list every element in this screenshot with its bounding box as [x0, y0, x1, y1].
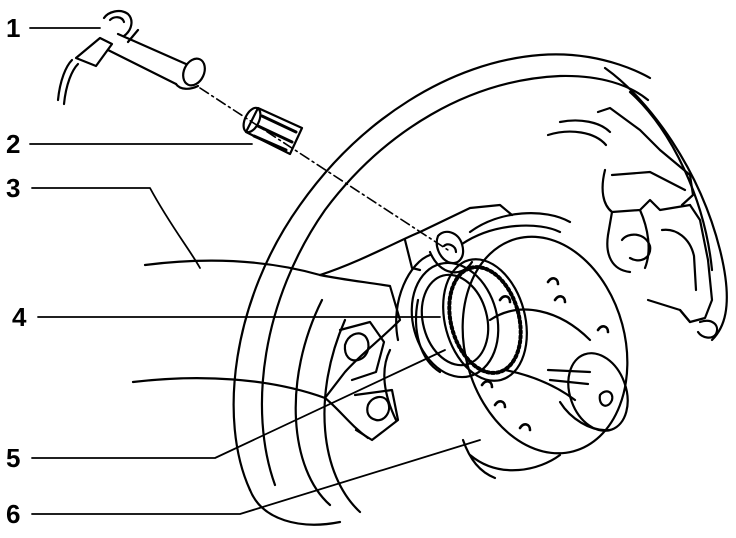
steering-knuckle	[131, 203, 514, 442]
callout-4: 4	[12, 302, 27, 332]
brake-disc	[232, 53, 728, 526]
leader-line-6	[31, 439, 481, 515]
leader-line-5	[31, 349, 446, 459]
wheel-hub-flange	[461, 235, 629, 480]
sensor-sleeve	[242, 106, 304, 156]
assembly-axis-line	[199, 87, 449, 251]
callout-6: 6	[6, 499, 20, 529]
callout-3: 3	[6, 173, 20, 203]
callout-1: 1	[6, 13, 20, 43]
callout-numbers: 1 2 3 4 5 6	[6, 13, 27, 529]
axle-stub	[488, 308, 629, 432]
leader-line-3	[31, 187, 201, 269]
wheel-speed-sensor	[56, 9, 206, 106]
dust-shield	[383, 212, 572, 422]
sensor-mount-boss	[428, 230, 474, 274]
brake-caliper	[596, 106, 719, 339]
callout-2: 2	[6, 129, 20, 159]
callout-5: 5	[6, 443, 20, 473]
leader-lines	[29, 27, 481, 515]
